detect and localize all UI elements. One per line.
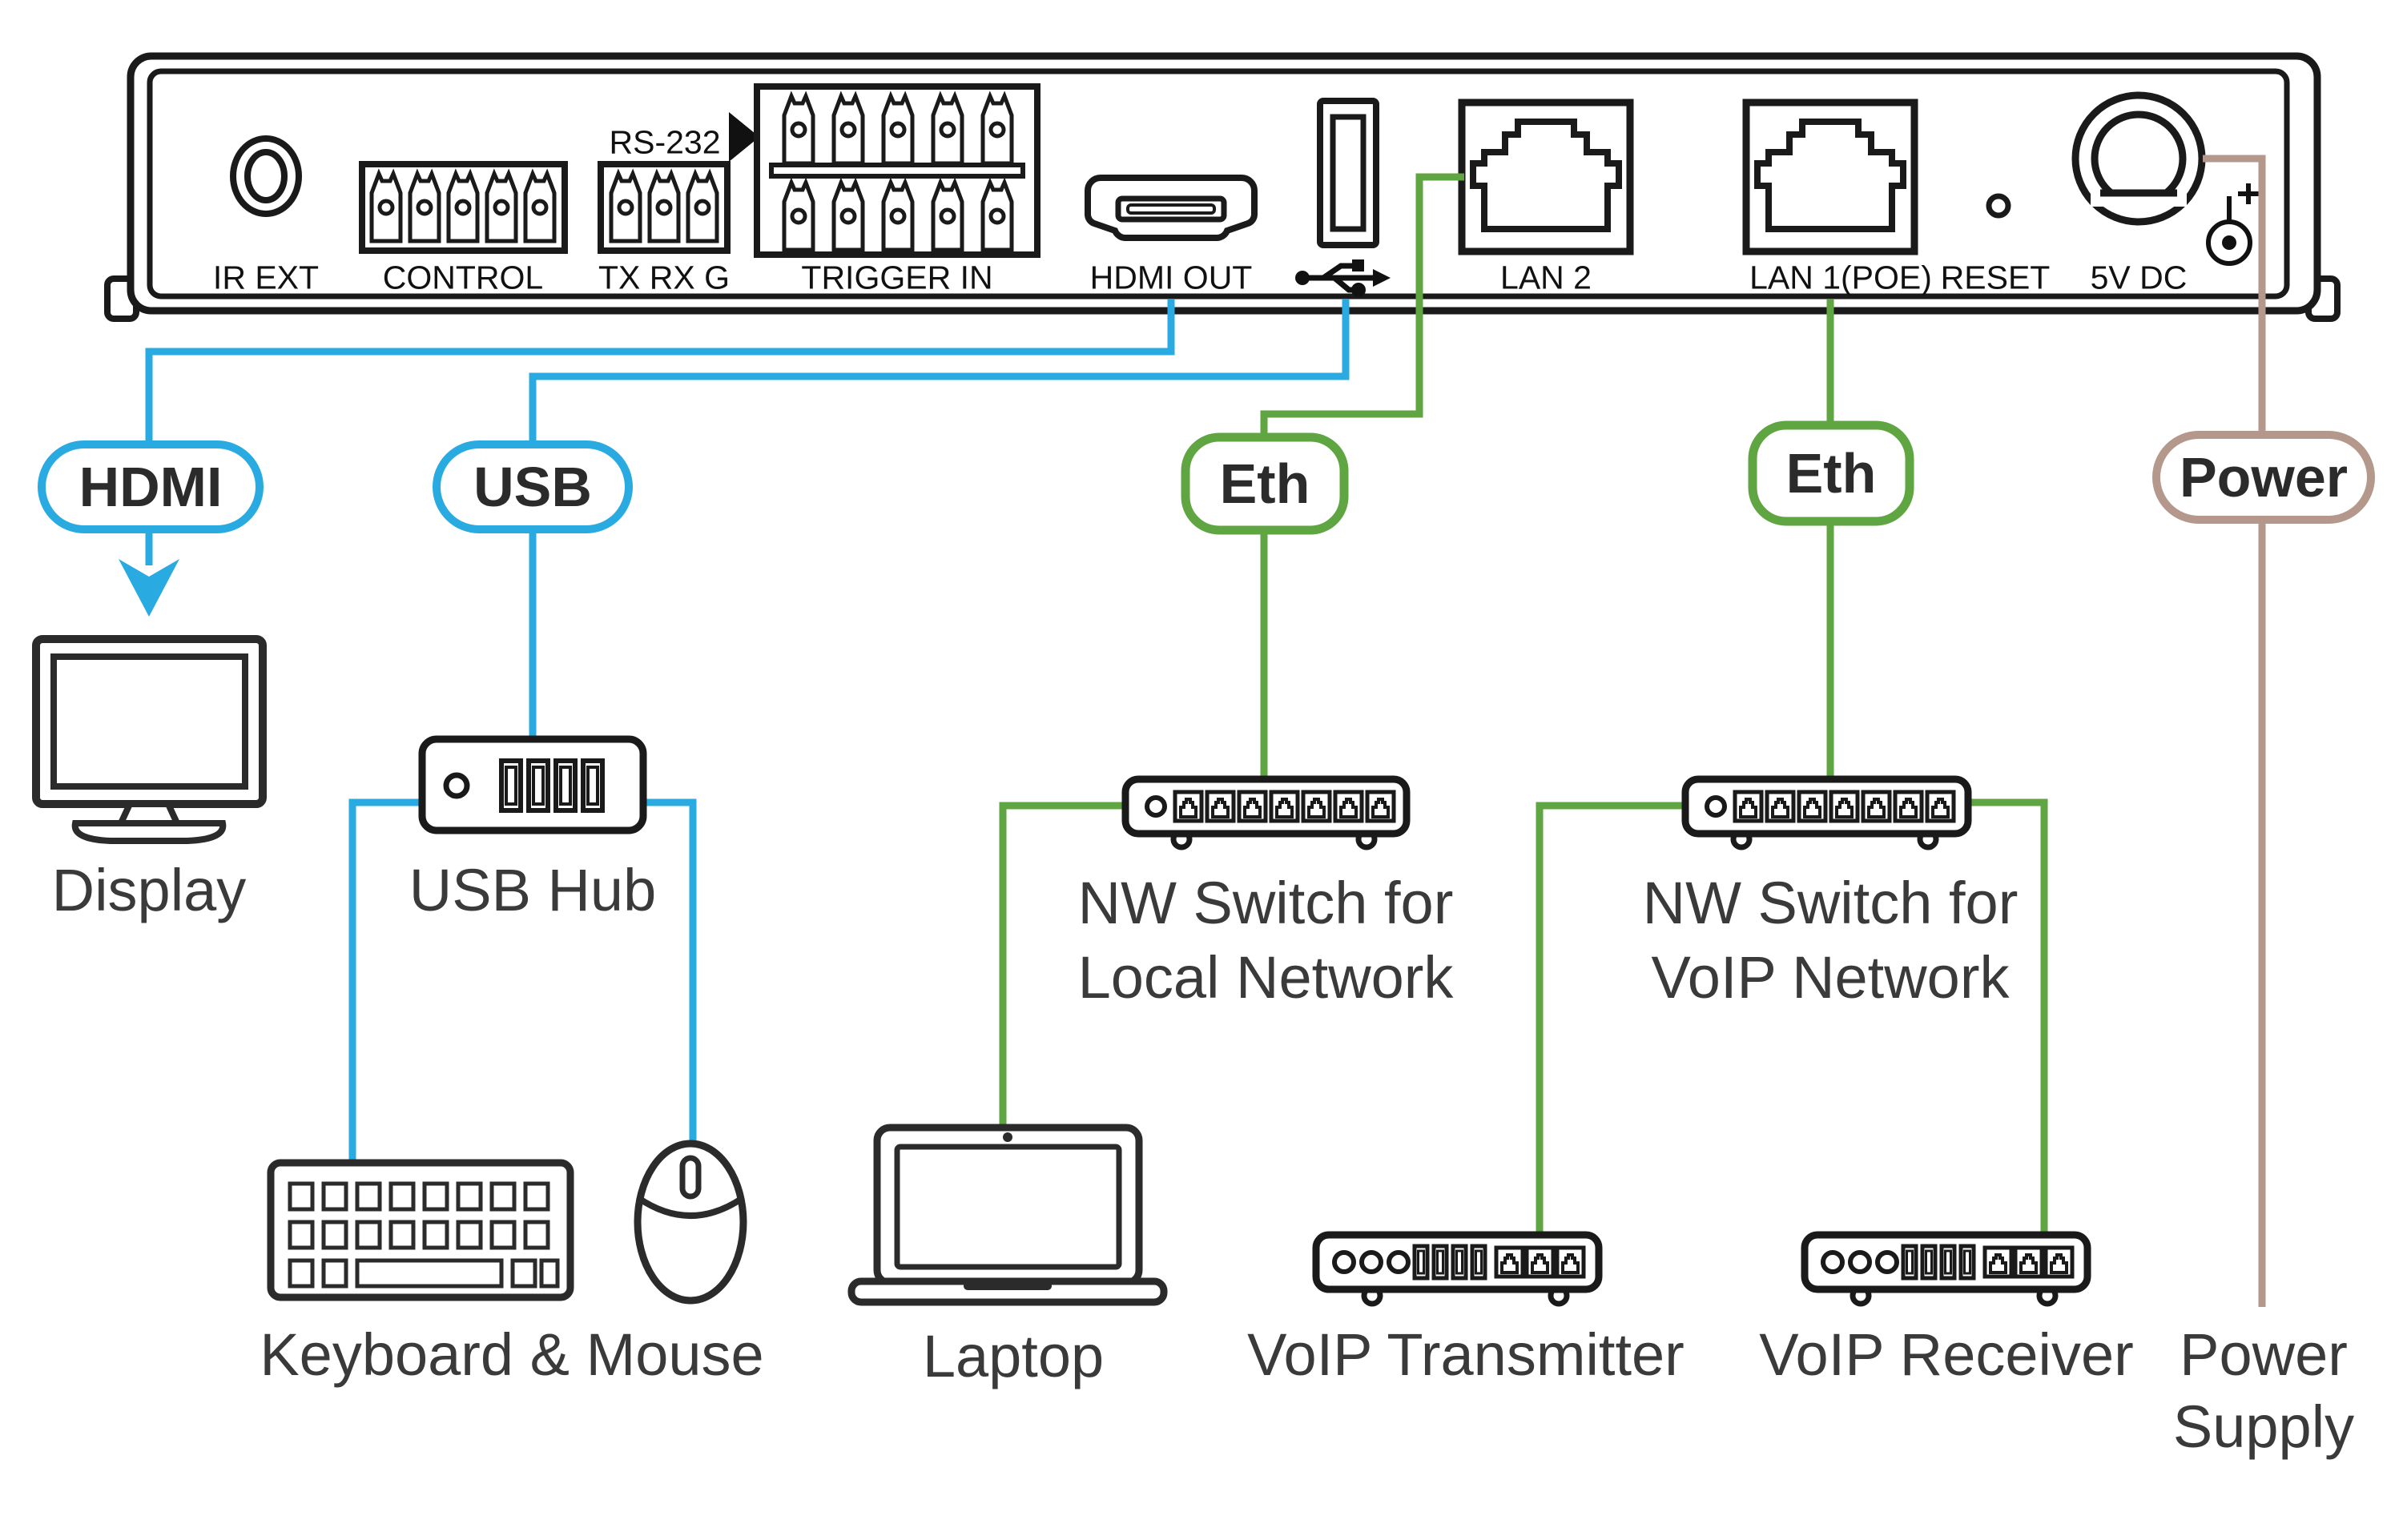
lan1-poe-port-icon [1742, 99, 1918, 255]
eth-local-tag-pill [1181, 432, 1349, 535]
dc-power-jack-icon [2071, 91, 2206, 226]
usb-tag-pill [433, 440, 633, 533]
voip-receiver-icon [1801, 1231, 2091, 1304]
label-laptop: Laptop [922, 1323, 1105, 1389]
label-nw-local-line1: NW Switch for [1077, 870, 1454, 936]
tag-hdmi: HDMI [78, 456, 223, 518]
port-label-hdmi-out: HDMI OUT [1089, 259, 1253, 296]
hdmi-cable-line [145, 299, 1175, 565]
tag-power: Power [2179, 446, 2349, 509]
rs232-pointer-icon [729, 112, 759, 162]
power-cable-line [2203, 155, 2266, 1307]
port-label-5v-dc: 5V DC [2090, 259, 2188, 296]
label-nw-voip-line1: NW Switch for [1642, 870, 2019, 936]
label-usb-hub: USB Hub [409, 857, 657, 923]
voip-transmitter-icon [1312, 1231, 1603, 1304]
port-label-lan1-poe: LAN 1(POE) [1749, 259, 1932, 296]
usb-cable-line [348, 299, 1350, 1165]
trigger-in-block-icon [754, 83, 1040, 258]
label-voip-transmitter: VoIP Transmitter [1247, 1321, 1685, 1388]
nw-switch-voip-icon [1681, 775, 1972, 847]
display-icon [32, 635, 267, 844]
reset-hole-icon [1986, 193, 2011, 219]
port-label-rs232: RS-232 [609, 123, 721, 161]
tag-usb: USB [473, 456, 592, 518]
control-terminal-block-icon [359, 161, 568, 254]
label-nw-voip-line2: VoIP Network [1651, 944, 2010, 1011]
port-label-tx-rx-g: TX RX G [598, 259, 731, 296]
eth-voip-tag-pill [1748, 420, 1914, 526]
port-label-ir-ext: IR EXT [212, 259, 320, 296]
label-power-supply-1: Power [2180, 1321, 2348, 1388]
polarity-icon [2206, 183, 2259, 266]
hdmi-out-port-icon [1085, 175, 1258, 241]
label-power-supply-2: Supply [2172, 1393, 2355, 1460]
port-label-control: CONTROL [382, 259, 544, 296]
rs232-terminal-block-icon [598, 161, 731, 254]
label-voip-receiver: VoIP Receiver [1759, 1321, 2134, 1388]
tag-eth-local: Eth [1219, 452, 1310, 515]
ethernet-local-line [999, 173, 1464, 1131]
label-display: Display [51, 857, 247, 923]
keyboard-icon [267, 1159, 574, 1301]
laptop-icon [847, 1124, 1168, 1306]
nw-switch-local-icon [1121, 775, 1411, 847]
mouse-icon [634, 1140, 747, 1305]
ir-ext-port-icon [230, 135, 302, 217]
lan2-port-icon [1458, 99, 1634, 255]
tag-eth-voip: Eth [1785, 442, 1877, 505]
label-keyboard-mouse: Keyboard & Mouse [260, 1321, 764, 1388]
ethernet-voip-line [1536, 299, 2048, 1238]
usb-port-icon [1317, 98, 1379, 248]
hdmi-tag-pill [38, 440, 264, 533]
port-label-trigger-in: TRIGGER IN [801, 259, 993, 296]
hdmi-arrowhead-icon [119, 559, 179, 617]
usb-icon [1295, 259, 1391, 297]
power-tag-pill [2152, 431, 2375, 524]
port-label-lan2: LAN 2 [1500, 259, 1592, 296]
usb-hub-icon [418, 735, 647, 834]
port-label-reset: RESET [1940, 259, 2051, 296]
label-nw-local-line2: Local Network [1077, 944, 1454, 1011]
